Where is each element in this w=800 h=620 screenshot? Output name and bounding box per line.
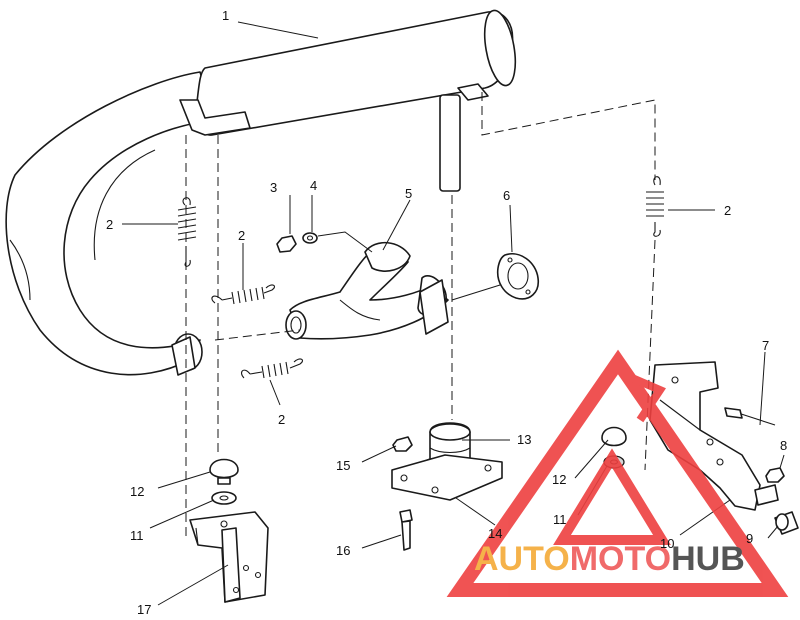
cable-7 (724, 407, 776, 426)
mount-bracket-17 (189, 511, 269, 603)
callout-12-left: 12 (130, 484, 144, 499)
watermark-text: AUTOMOTOHUB (474, 540, 745, 578)
grommet-12-left (209, 458, 239, 485)
plate-14 (391, 454, 503, 501)
callout-15: 15 (336, 458, 350, 473)
nut-3 (276, 235, 297, 253)
watermark-stripe (623, 371, 666, 423)
watermark-auto: AUTO (474, 540, 570, 578)
nut-15 (392, 436, 413, 452)
nut-8 (765, 467, 785, 483)
spring-left-upper (177, 197, 197, 267)
gasket-6 (496, 253, 540, 300)
leader-lines (122, 21, 785, 606)
bolt-16 (399, 509, 413, 551)
callout-9: 9 (746, 531, 753, 546)
spring-center-lower (241, 358, 303, 379)
y-pipe-5 (285, 241, 449, 340)
callout-11-left: 11 (130, 528, 144, 543)
callout-7: 7 (762, 338, 769, 353)
callout-10: 10 (660, 536, 674, 551)
callout-17: 17 (137, 602, 151, 617)
callout-3: 3 (270, 180, 277, 195)
spring-right (646, 176, 664, 237)
washer-4 (302, 232, 318, 244)
callout-2-center-lower: 2 (278, 412, 285, 427)
callout-12-right: 12 (552, 472, 566, 487)
callout-16: 16 (336, 543, 350, 558)
spring-center-upper (211, 284, 275, 305)
callout-13: 13 (517, 432, 531, 447)
bushing-9 (754, 484, 799, 535)
callout-2-left: 2 (106, 217, 113, 232)
callout-6: 6 (503, 188, 510, 203)
callout-4: 4 (310, 178, 317, 193)
watermark-moto: MOTO (570, 540, 671, 578)
callout-2-center-upper: 2 (238, 228, 245, 243)
muffler-assembly (5, 9, 517, 376)
callouts: 1 2 2 2 3 4 5 6 2 7 8 9 10 11 11 12 12 1… (106, 8, 787, 617)
callout-2-right: 2 (724, 203, 731, 218)
watermark-logo (446, 349, 789, 597)
callout-14: 14 (488, 526, 502, 541)
watermark-triangle-inner (553, 448, 671, 545)
grommet-12-right (601, 426, 627, 447)
callout-11-right: 11 (553, 512, 567, 527)
callout-1: 1 (222, 8, 229, 23)
callout-8: 8 (780, 438, 787, 453)
callout-5: 5 (405, 186, 412, 201)
washer-11-left (211, 491, 237, 505)
watermark-hub: HUB (671, 540, 745, 578)
alignment-lines (185, 92, 656, 540)
watermark-triangle-outer (446, 349, 789, 597)
